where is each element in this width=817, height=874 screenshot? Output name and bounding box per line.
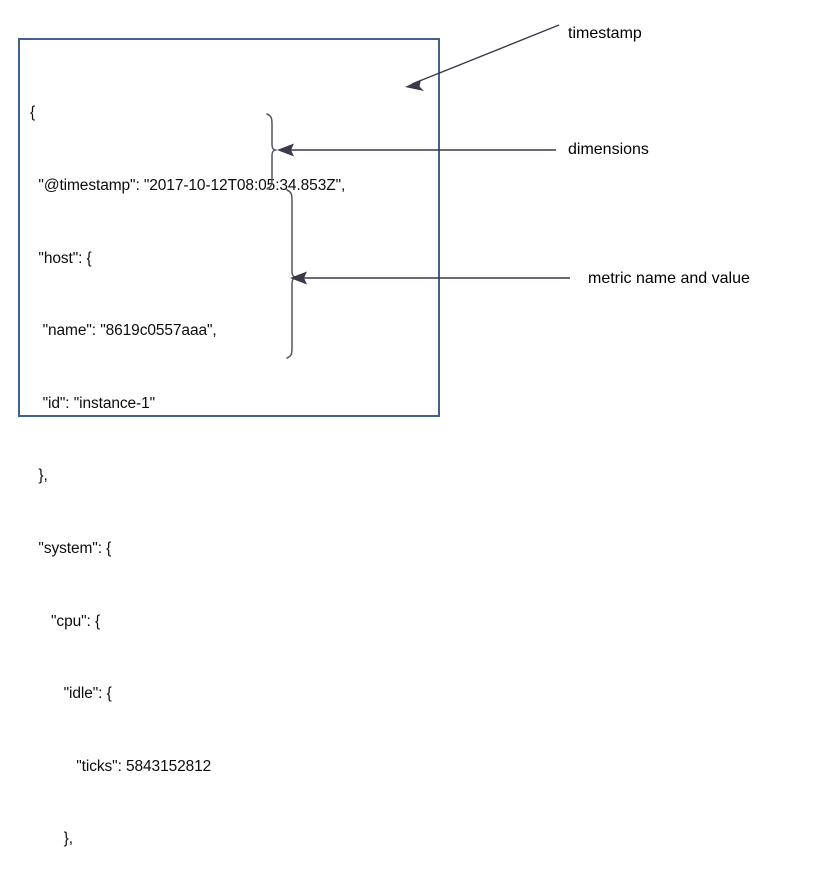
json-line-idle-open: "idle": { [30,685,112,703]
annotation-label-metric: metric name and value [588,270,750,287]
json-line-idle-close: }, [30,830,73,848]
json-line-system-open: "system": { [30,539,112,557]
json-line-host-name: "name": "8619c0557aaa", [30,322,217,340]
json-line-timestamp: "@timestamp": "2017-10-12T08:05:34.853Z"… [30,177,346,194]
json-line-ticks: "ticks": 5843152812 [30,757,212,775]
json-line: { [30,104,36,122]
json-line-host-open: "host": { [30,249,92,267]
annotation-label-dimensions: dimensions [568,141,649,158]
annotation-label-timestamp: timestamp [568,25,642,42]
json-line-cpu-open: "cpu": { [30,612,101,630]
json-line-host-id: "id": "instance-1" [30,394,156,412]
json-document-panel: { "@timestamp": "2017-10-12T08:05:34.853… [18,38,440,847]
json-code-block: { "@timestamp": "2017-10-12T08:05:34.853… [30,53,345,874]
json-line-host-close: }, [30,467,48,485]
diagram-canvas: { "@timestamp": "2017-10-12T08:05:34.853… [18,24,750,847]
